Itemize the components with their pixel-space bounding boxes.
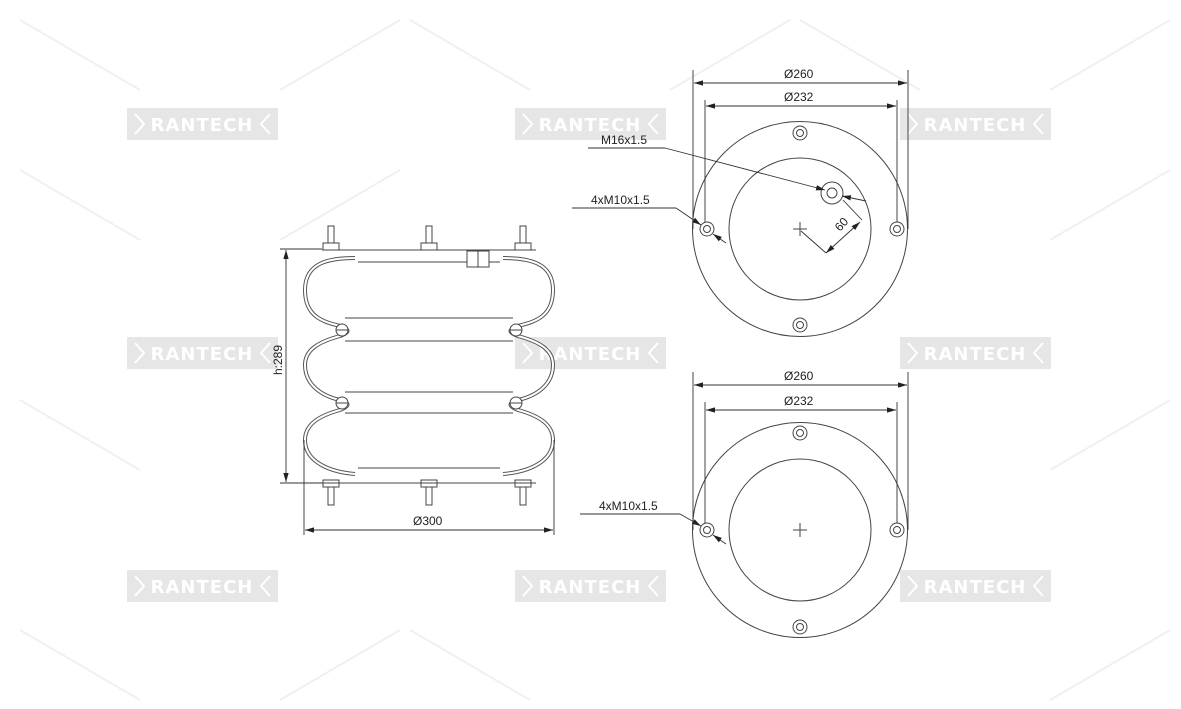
watermark-text: RANTECH <box>151 344 254 365</box>
watermark-badge: RANTECH <box>515 108 666 140</box>
bottom-plate-view <box>580 372 909 638</box>
chevron-right-icon <box>134 113 146 135</box>
watermark-text: RANTECH <box>151 115 254 136</box>
top-outer-diameter-label: Ø260 <box>784 67 814 81</box>
watermark-badge: RANTECH <box>127 108 278 140</box>
chevron-right-icon <box>522 342 534 364</box>
chevron-right-icon <box>522 113 534 135</box>
watermark-text: RANTECH <box>539 577 642 598</box>
chevron-left-icon <box>647 342 659 364</box>
watermark-text: RANTECH <box>924 115 1027 136</box>
bottom-outer-diameter-label: Ø260 <box>784 369 814 383</box>
chevron-left-icon <box>259 113 271 135</box>
chevron-right-icon <box>134 342 146 364</box>
watermark-text: RANTECH <box>539 344 642 365</box>
chevron-right-icon <box>907 575 919 597</box>
watermark-text: RANTECH <box>151 577 254 598</box>
side-view-bellows <box>280 225 556 535</box>
port-offset-label: 60 <box>832 214 852 234</box>
watermark-badge: RANTECH <box>127 570 278 602</box>
watermark-text: RANTECH <box>924 577 1027 598</box>
chevron-left-icon <box>647 575 659 597</box>
top-plate-view <box>572 70 909 337</box>
chevron-right-icon <box>907 342 919 364</box>
chevron-right-icon <box>134 575 146 597</box>
watermark-lines <box>19 19 1171 701</box>
watermark-badge: RANTECH <box>127 337 278 369</box>
watermark-badge: RANTECH <box>900 570 1051 602</box>
bottom-bolts-label: 4xM10x1.5 <box>599 499 658 513</box>
watermark-badge: RANTECH <box>515 570 666 602</box>
chevron-left-icon <box>259 575 271 597</box>
top-bolt-circle-label: Ø232 <box>784 90 814 104</box>
chevron-left-icon <box>1032 342 1044 364</box>
watermark-badge: RANTECH <box>515 337 666 369</box>
chevron-left-icon <box>259 342 271 364</box>
watermark-text: RANTECH <box>924 344 1027 365</box>
top-bolts-label: 4xM10x1.5 <box>591 193 650 207</box>
height-dimension-label: h:289 <box>271 345 285 375</box>
chevron-right-icon <box>522 575 534 597</box>
watermark-text: RANTECH <box>539 115 642 136</box>
watermark-badge: RANTECH <box>900 337 1051 369</box>
watermark-group: RANTECH RANTECH RANTECH RANTECH RANTECH RANTE… <box>127 108 1051 602</box>
chevron-right-icon <box>907 113 919 135</box>
chevron-left-icon <box>1032 575 1044 597</box>
side-diameter-label: Ø300 <box>413 514 443 528</box>
bottom-bolt-circle-label: Ø232 <box>784 394 814 408</box>
chevron-left-icon <box>647 113 659 135</box>
chevron-left-icon <box>1032 113 1044 135</box>
air-port-thread-label: M16x1.5 <box>601 133 647 147</box>
watermark-badge: RANTECH <box>900 108 1051 140</box>
